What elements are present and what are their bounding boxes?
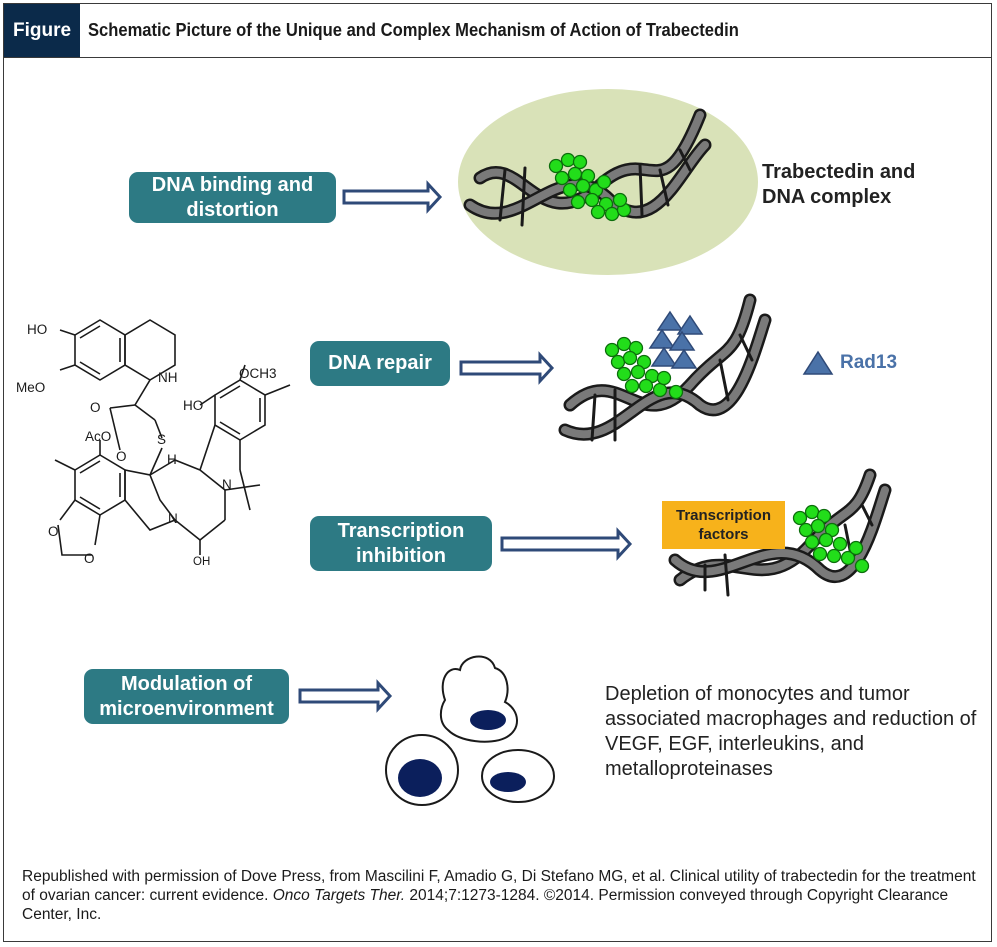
step-transcription-pill: Transcription inhibition bbox=[310, 516, 492, 571]
transcription-complex bbox=[668, 468, 892, 597]
dna-helix-3 bbox=[668, 468, 892, 597]
atom-ho-right: HO bbox=[183, 398, 204, 413]
credit-journal: Onco Targets Ther. bbox=[272, 887, 406, 904]
cells-illustration bbox=[385, 655, 555, 806]
step-dna-binding-pill: DNA binding and distortion bbox=[129, 172, 336, 223]
atom-o-ester: O bbox=[116, 449, 127, 464]
credit-line: Republished with permission of Dove Pres… bbox=[22, 867, 977, 924]
transcription-factors-box: Transcription factors bbox=[662, 501, 785, 549]
atom-och3: OCH3 bbox=[239, 366, 277, 381]
rad13-legend-label: Rad13 bbox=[840, 352, 898, 373]
macrophage-cell bbox=[439, 655, 518, 743]
figure-header: Figure Schematic Picture of the Unique a… bbox=[4, 4, 991, 58]
dna-helix-2 bbox=[558, 293, 772, 442]
trabectedin-structure bbox=[54, 319, 291, 556]
atom-o-carbonyl: O bbox=[90, 400, 101, 415]
step-dna-binding-result: Trabectedin and DNA complex bbox=[762, 161, 916, 208]
dna-repair-complex bbox=[558, 293, 834, 442]
atom-ho-top: HO bbox=[27, 322, 48, 337]
credit-text-before: Republished with permission of Dove Pres… bbox=[22, 868, 976, 904]
atom-s: S bbox=[157, 432, 167, 447]
rad13-legend-icon bbox=[802, 350, 834, 375]
step-dna-repair-pill: DNA repair bbox=[310, 341, 450, 386]
arrow-dna-binding bbox=[342, 180, 443, 214]
figure-title: Schematic Picture of the Unique and Comp… bbox=[88, 20, 739, 40]
trabectedin-dna-complex bbox=[458, 89, 758, 275]
arrow-transcription bbox=[500, 527, 633, 561]
arrow-microenvironment bbox=[298, 679, 393, 713]
monocyte-nucleus-1 bbox=[398, 759, 442, 797]
atom-o-dioxole-1: O bbox=[48, 524, 59, 539]
atom-oh: OH bbox=[193, 556, 211, 568]
atom-o-dioxole-2: O bbox=[84, 551, 95, 566]
step-microenvironment-pill: Modulation of microenvironment bbox=[84, 669, 289, 724]
credit-text-after: 2014;7:1273-1284. ©2014. Permission conv… bbox=[22, 887, 949, 923]
figure-tag: Figure bbox=[4, 4, 80, 57]
arrow-dna-repair bbox=[459, 351, 555, 385]
atom-meo: MeO bbox=[16, 380, 46, 395]
monocyte-nucleus-2 bbox=[490, 772, 526, 792]
atom-h: H bbox=[167, 452, 177, 467]
atom-aco: AcO bbox=[85, 429, 112, 444]
rad13-cluster bbox=[648, 310, 704, 369]
atom-n-bridge: N bbox=[222, 477, 232, 492]
atom-nh: NH bbox=[158, 370, 178, 385]
macrophage-nucleus bbox=[470, 710, 506, 730]
atom-n-ring: N bbox=[168, 511, 178, 526]
step-microenvironment-result: Depletion of monocytes and tumor associa… bbox=[605, 683, 977, 780]
